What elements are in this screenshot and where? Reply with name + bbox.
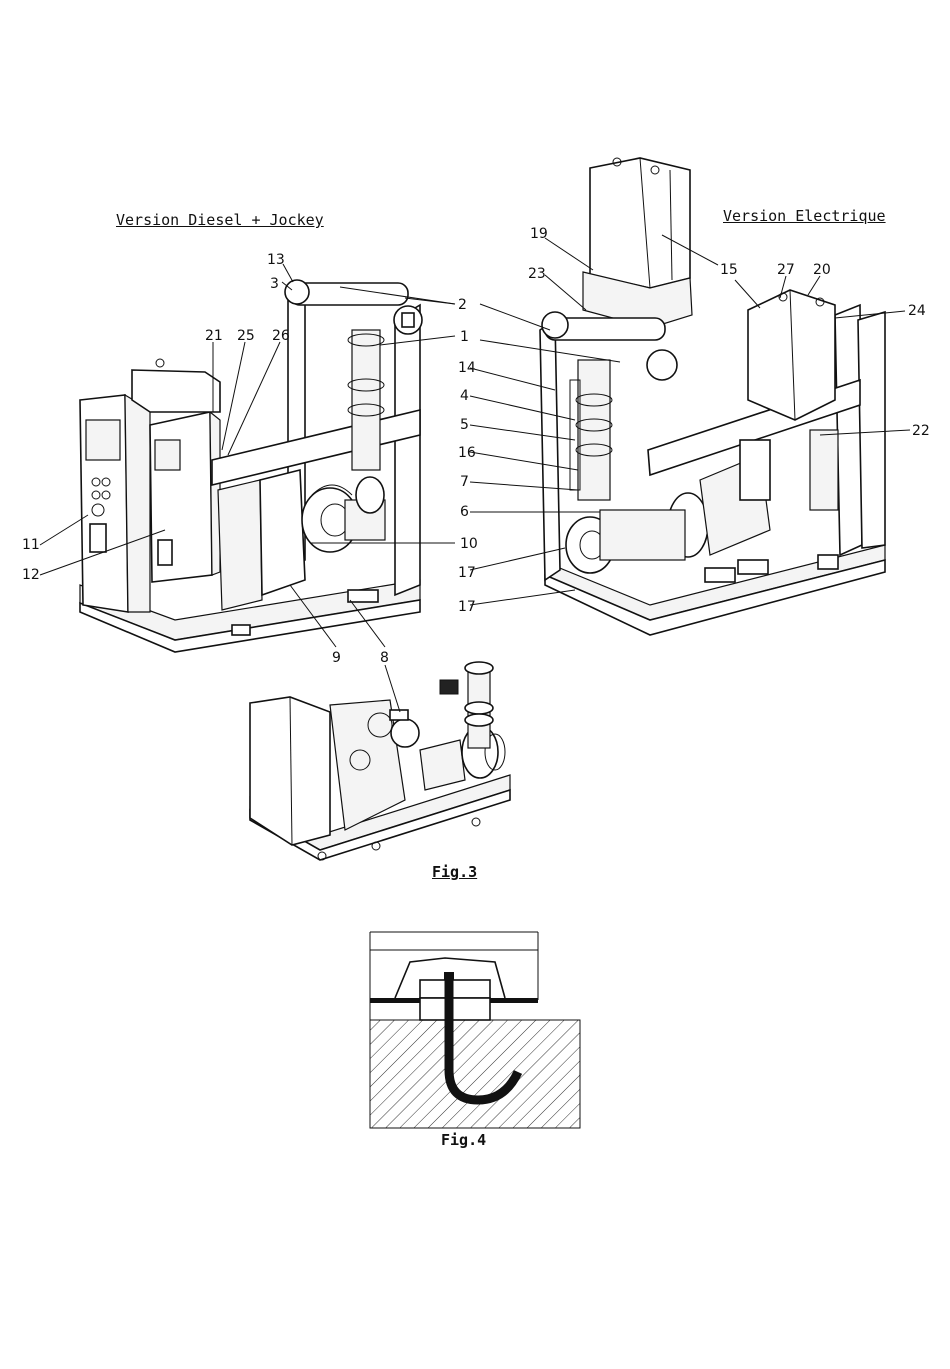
callout-3: 3 (270, 276, 279, 292)
callout-25: 25 (237, 328, 255, 344)
callout-10: 10 (460, 536, 478, 552)
callout-17-b: 17 (458, 599, 476, 615)
electric-control-box (748, 290, 835, 420)
callout-16: 16 (458, 445, 476, 461)
callout-1: 1 (460, 329, 469, 345)
callout-24: 24 (908, 303, 926, 319)
callout-19: 19 (530, 226, 548, 242)
callout-11: 11 (22, 537, 40, 553)
callout-17-a: 17 (458, 565, 476, 581)
callout-23: 23 (528, 266, 546, 282)
callout-5: 5 (460, 417, 469, 433)
fig3-drawing (250, 662, 510, 860)
fig4-drawing (370, 932, 580, 1128)
fuel-tank (132, 370, 220, 412)
callout-4: 4 (460, 388, 469, 404)
callout-13: 13 (267, 252, 285, 268)
callout-15: 15 (720, 262, 738, 278)
callout-27: 27 (777, 262, 795, 278)
callout-14: 14 (458, 360, 476, 376)
callout-7: 7 (460, 474, 469, 490)
priming-tank (590, 158, 690, 288)
callout-2: 2 (458, 297, 467, 313)
callout-22: 22 (912, 423, 930, 439)
fig4-concrete (370, 1020, 580, 1128)
callout-6: 6 (460, 504, 469, 520)
callout-12: 12 (22, 567, 40, 583)
callout-21: 21 (205, 328, 223, 344)
callout-9: 9 (332, 650, 341, 666)
callout-20: 20 (813, 262, 831, 278)
callout-8: 8 (380, 650, 389, 666)
electric-unit-drawing (540, 158, 885, 635)
callout-26: 26 (272, 328, 290, 344)
